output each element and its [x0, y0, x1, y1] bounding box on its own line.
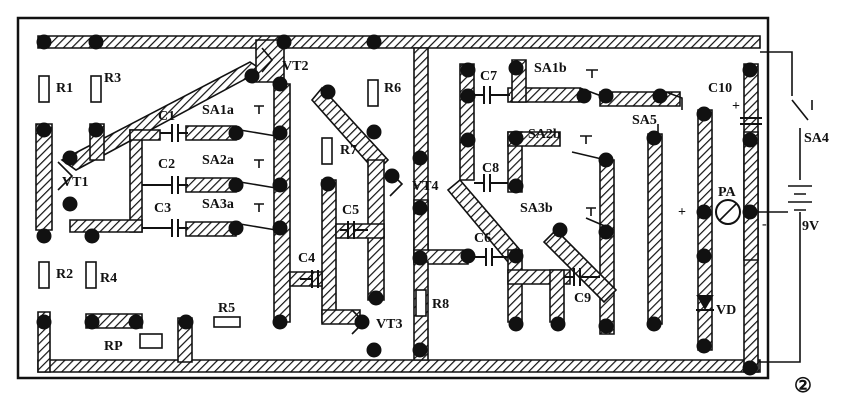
label-vt4: VT4 [412, 179, 438, 194]
label-battery: 9V [802, 219, 819, 234]
label-c10-plus: + [732, 99, 740, 114]
trace-c-left [129, 129, 143, 233]
label-c7: C7 [480, 69, 497, 84]
component-labels: R1 R2 R3 R4 R5 R6 R7 R8 RP VT1 VT2 VT3 V… [56, 59, 829, 397]
label-sa4: SA4 [804, 131, 829, 146]
label-r3: R3 [104, 71, 121, 86]
trace-c7-c8-column [459, 63, 475, 181]
resistors [38, 75, 427, 349]
label-plus: + [678, 205, 686, 220]
label-c1: C1 [158, 109, 175, 124]
trace-bottom-rail [37, 359, 761, 373]
resistor-r2 [38, 261, 50, 289]
label-vt1: VT1 [62, 175, 88, 190]
capacitors [142, 86, 762, 288]
trace-c3-link [69, 219, 143, 233]
label-vd: VD [716, 303, 736, 318]
label-r5: R5 [218, 301, 235, 316]
label-c3: C3 [154, 201, 171, 216]
label-minus: - [762, 217, 767, 232]
label-vt2: VT2 [282, 59, 308, 74]
label-c6: C6 [474, 231, 491, 246]
trace-pa [697, 109, 713, 351]
resistor-r5 [213, 316, 241, 328]
resistor-r7 [321, 137, 333, 165]
label-r8: R8 [432, 297, 449, 312]
label-sa2a: SA2a [202, 153, 234, 168]
label-sa1a: SA1a [202, 103, 234, 118]
trace-sa5 [647, 133, 663, 325]
trace-sa-column [273, 83, 291, 323]
label-c8: C8 [482, 161, 499, 176]
label-sa3a: SA3a [202, 197, 234, 212]
trace-sa2b-col [599, 159, 615, 335]
resistor-r3 [90, 75, 102, 103]
label-c4: C4 [298, 251, 315, 266]
figure-number: ② [794, 375, 812, 397]
label-rp: RP [104, 339, 123, 354]
switch-contacts [239, 51, 813, 363]
label-r1: R1 [56, 81, 73, 96]
label-pa: PA [718, 185, 737, 200]
diode-vd [696, 295, 714, 311]
board-outline [16, 16, 770, 380]
label-sa2b: SA2b [528, 127, 561, 142]
label-sa5: SA5 [632, 113, 657, 128]
trace-sa3b-diag [542, 228, 618, 304]
label-sa1b: SA1b [534, 61, 567, 76]
trace-c9-col [549, 269, 565, 323]
trace-vt1-base [35, 123, 53, 231]
trace-c10 [743, 131, 759, 261]
label-c10: C10 [708, 81, 732, 96]
label-r4: R4 [100, 271, 117, 286]
potentiometer-rp [139, 333, 163, 349]
label-vt3: VT3 [376, 317, 402, 332]
trace-r7-down [321, 179, 337, 323]
solder-pads [36, 34, 758, 376]
resistor-r8 [415, 289, 427, 317]
label-c5: C5 [342, 203, 359, 218]
label-r7: R7 [340, 143, 357, 158]
label-c9: C9 [574, 291, 591, 306]
label-r6: R6 [384, 81, 401, 96]
resistor-r4 [85, 261, 97, 289]
label-sa3b: SA3b [520, 201, 553, 216]
trace-c1-left [129, 129, 161, 141]
label-r2: R2 [56, 267, 73, 282]
resistor-r1 [38, 75, 50, 103]
label-c2: C2 [158, 157, 175, 172]
trace-top-rail [37, 35, 761, 49]
trace-c3-right [185, 221, 237, 237]
resistor-r6 [367, 79, 379, 107]
